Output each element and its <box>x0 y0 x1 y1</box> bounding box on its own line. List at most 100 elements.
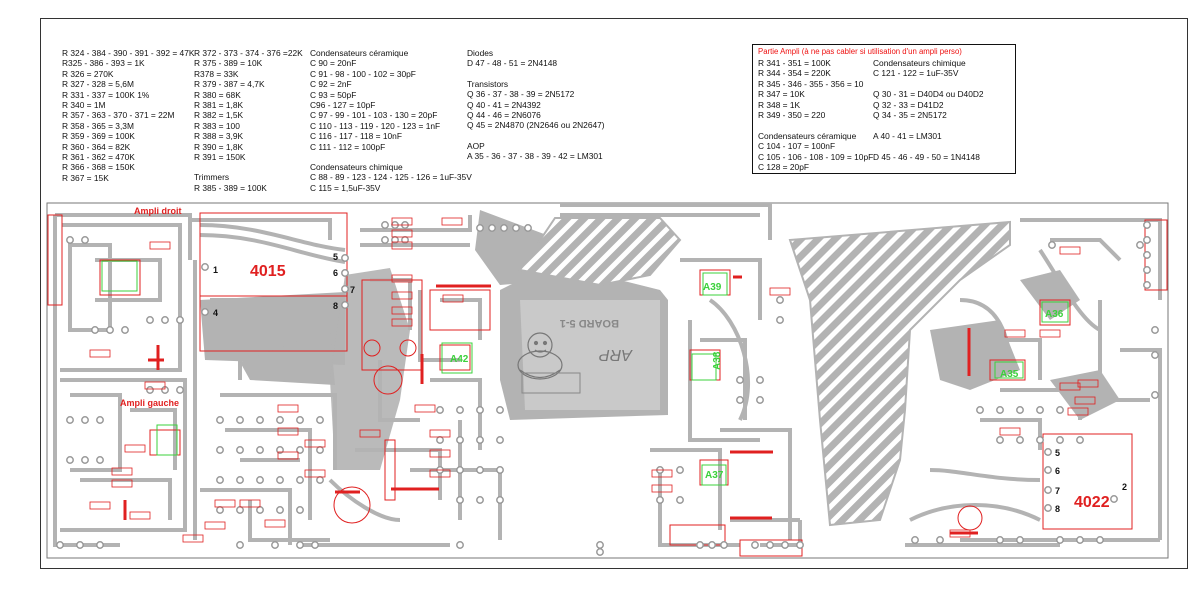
solder-pad <box>496 466 504 474</box>
ceramic-cap-entry: C 90 = 20nF <box>310 58 357 69</box>
solder-pad <box>81 456 89 464</box>
page-frame <box>40 18 1188 569</box>
resistor-footprint <box>304 439 326 448</box>
resistor-footprint <box>359 429 381 438</box>
ampli-part-entry: C 104 - 107 = 100nF <box>758 141 836 152</box>
resistor-footprint <box>1077 379 1099 388</box>
solder-pad <box>1151 351 1159 359</box>
solder-pad <box>106 326 114 334</box>
resistor-footprint <box>129 511 151 520</box>
solder-pad <box>256 446 264 454</box>
solder-pad <box>276 446 284 454</box>
pin-5-label: 5 <box>333 252 338 262</box>
trimmers-title: Trimmers <box>194 172 230 183</box>
solder-pad <box>456 406 464 414</box>
solder-pad <box>720 541 728 549</box>
ceramic-cap-entry: C 116 - 117 - 118 = 10nF <box>310 131 402 142</box>
pin-8-label: 8 <box>333 301 338 311</box>
solder-pad <box>996 536 1004 544</box>
resistor-footprint <box>429 429 451 438</box>
resistor-entry: R 388 = 3,9K <box>194 131 244 142</box>
solder-pad <box>488 224 496 232</box>
buddha-logo-icon <box>517 332 563 380</box>
resistor-footprint <box>442 294 464 303</box>
aop-a42-label: A42 <box>450 354 469 365</box>
resistor-footprint <box>124 444 146 453</box>
solder-pad <box>456 496 464 504</box>
solder-pad <box>176 386 184 394</box>
ampli-part-entry: A 40 - 41 = LM301 <box>873 130 942 141</box>
aop-a36-label: A36 <box>1045 309 1064 320</box>
solder-pad <box>121 326 129 334</box>
solder-pad <box>96 541 104 549</box>
ampli-box-title: Partie Ampli (à ne pas cabler si utilisa… <box>758 47 962 56</box>
resistor-footprint <box>429 469 451 478</box>
aop-a38-label: A38 <box>712 351 723 370</box>
resistor-entry: R 382 = 1,5K <box>194 110 244 121</box>
pin-4-label: 4 <box>213 308 218 318</box>
solder-pad <box>276 476 284 484</box>
solder-pad <box>216 476 224 484</box>
solder-pad <box>476 224 484 232</box>
solder-pad <box>1044 504 1052 512</box>
solder-pad <box>1136 241 1144 249</box>
solder-pad <box>736 396 744 404</box>
resistor-entry: R 366 - 368 = 150K <box>62 162 135 173</box>
resistor-footprint <box>1004 329 1026 338</box>
ampli-parts-box: Partie Ampli (à ne pas cabler si utilisa… <box>752 44 1016 174</box>
solder-pad <box>1143 236 1151 244</box>
resistor-footprint <box>1074 396 1096 405</box>
solder-pad <box>66 416 74 424</box>
transistor-entry: Q 36 - 37 - 38 - 39 = 2N5172 <box>467 89 575 100</box>
resistor-entry: R 367 = 15K <box>62 172 109 183</box>
resistor-footprint <box>304 469 326 478</box>
solder-pad <box>56 541 64 549</box>
aop-a35-label: A35 <box>1000 369 1019 380</box>
ampli-part-entry: Q 32 - 33 = D41D2 <box>873 99 944 110</box>
resistor-footprint <box>89 501 111 510</box>
trimmer-entry: R 385 - 389 = 100K <box>194 182 267 193</box>
solder-pad <box>456 436 464 444</box>
resistor-entry: R 327 - 328 = 5,6M <box>62 79 134 90</box>
solder-pad <box>1096 536 1104 544</box>
solder-pad <box>1016 536 1024 544</box>
solder-pad <box>676 496 684 504</box>
solder-pad <box>256 416 264 424</box>
resistor-entry: R 390 = 1,8K <box>194 141 244 152</box>
diode-entry: D 47 - 48 - 51 = 2N4148 <box>467 58 558 69</box>
solder-pad <box>296 446 304 454</box>
resistor-footprint <box>769 287 791 296</box>
semiconductor-list: Diodes D 47 - 48 - 51 = 2N4148 Transisto… <box>467 48 605 162</box>
solder-pad <box>476 466 484 474</box>
ampli-part-entry: C 121 - 122 = 1uF-35V <box>873 68 959 79</box>
solder-pad <box>476 436 484 444</box>
solder-pad <box>201 263 209 271</box>
solder-pad <box>276 416 284 424</box>
solder-pad <box>996 406 1004 414</box>
ampli-part-entry: Condensateurs chimique <box>873 58 966 68</box>
solder-pad <box>216 416 224 424</box>
solder-pad <box>1110 495 1118 503</box>
solder-pad <box>476 496 484 504</box>
resistor-entry: R 381 = 1,8K <box>194 100 244 111</box>
resistor-entry: R 375 - 389 = 10K <box>194 58 263 69</box>
ampli-part-entry: R 344 - 354 = 220K <box>758 68 831 79</box>
resistor-entry: R 358 - 365 = 3,3M <box>62 120 134 131</box>
resistor-footprint <box>264 519 286 528</box>
jumpers <box>123 275 978 535</box>
ampli-gauche-label: Ampli gauche <box>120 398 179 408</box>
solder-pad <box>1016 406 1024 414</box>
resistor-entry: R 331 - 337 = 100K 1% <box>62 89 150 100</box>
solder-pad <box>736 376 744 384</box>
resistor-footprint <box>999 427 1021 436</box>
resistor-footprint <box>277 427 299 436</box>
aop-a37-label: A37 <box>705 470 724 481</box>
resistor-footprint <box>391 274 413 283</box>
solder-pad <box>1044 486 1052 494</box>
solder-pad <box>1143 251 1151 259</box>
arp-logo: ARP <box>599 346 633 363</box>
solder-pad <box>776 316 784 324</box>
solder-pad <box>296 416 304 424</box>
